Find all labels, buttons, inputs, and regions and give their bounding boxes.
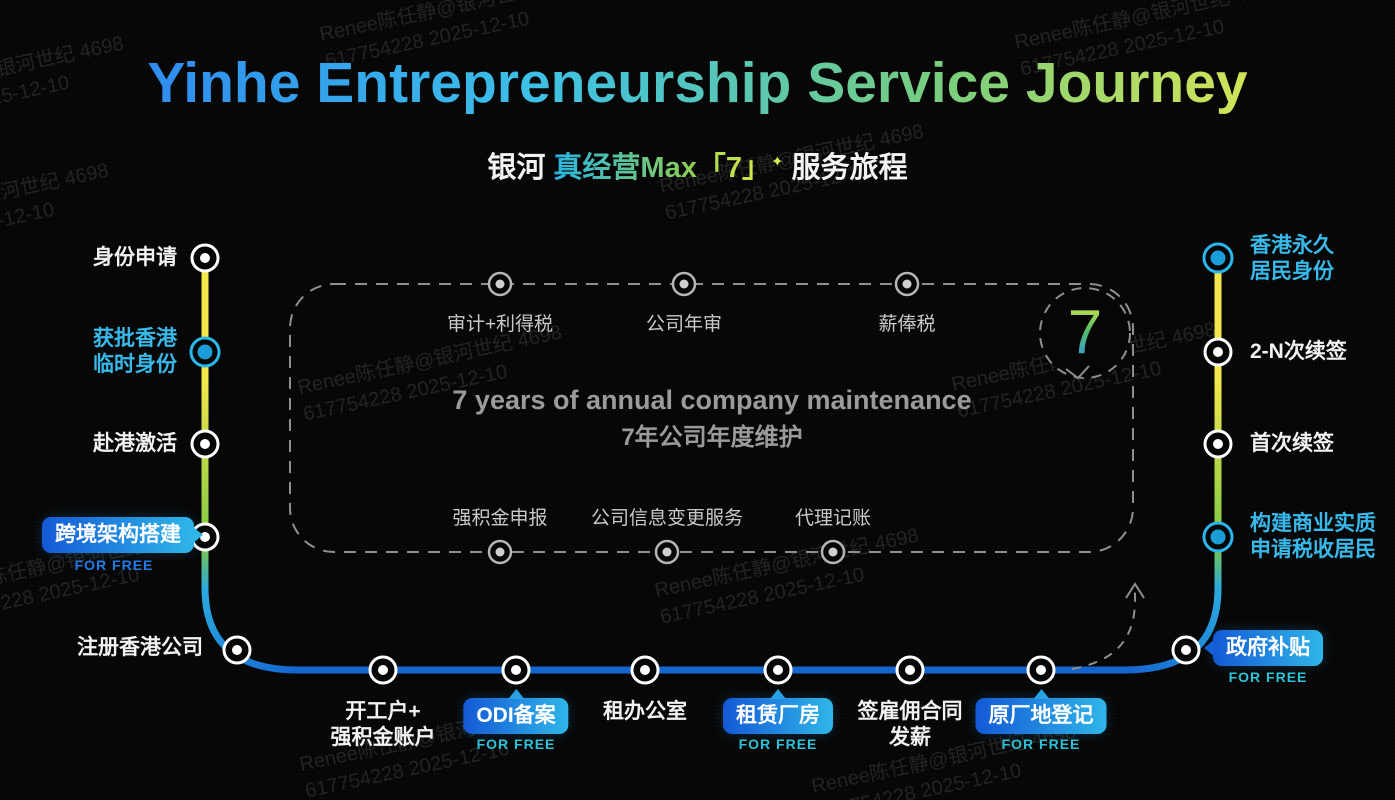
badge-label: 政府补贴	[1226, 636, 1310, 659]
maintenance-box-outline	[289, 283, 1134, 553]
step-label-2n-renewal: 2-N次续签	[1250, 340, 1347, 363]
maintenance-item-annual-review: 公司年审	[645, 314, 723, 335]
step-label-permanent-resident: 香港永久 居民身份	[1250, 234, 1334, 283]
badge-label: 跨境架构搭建	[55, 523, 181, 546]
step-label-first-renewal: 首次续签	[1250, 432, 1334, 455]
maintenance-item-salaries-tax: 薪俸税	[878, 314, 936, 335]
maintenance-item-bookkeeping: 代理记账	[794, 508, 872, 529]
for-free-label: FOR FREE	[476, 736, 556, 752]
badge-lease-factory: 租赁厂房	[723, 689, 833, 734]
cycle-circle	[1039, 287, 1131, 380]
maintenance-caption-zh: 7年公司年度维护	[621, 424, 803, 451]
pointer-up-icon	[1033, 689, 1049, 699]
subtitle-prefix: 银河	[487, 152, 554, 184]
pointer-right-icon	[193, 527, 203, 543]
subtitle-seven: 「7」	[696, 152, 771, 184]
badge-cross-border-structure: 跨境架构搭建	[42, 517, 203, 553]
badge-label: ODI备案	[476, 704, 556, 727]
badge-government-subsidy: 政府补贴	[1204, 630, 1323, 666]
cycle-arrow-icon	[1065, 365, 1090, 380]
page-subtitle: 银河 真经营Max「7」✦ 服务旅程	[0, 144, 1395, 186]
sparkle-plus-icon: ✦	[770, 153, 784, 171]
maintenance-item-audit-profits-tax: 审计+利得税	[446, 314, 554, 335]
maintenance-item-company-info-change: 公司信息变更服务	[590, 508, 744, 529]
maintenance-nodes	[487, 271, 920, 565]
step-label-tax-residency: 构建商业实质 申请税收居民	[1250, 512, 1376, 561]
step-label-temporary-hk-identity: 获批香港 临时身份	[93, 327, 177, 376]
step-label-open-accounts: 开工户+ 强积金账户	[330, 700, 436, 749]
step-label-activate-in-hk: 赴港激活	[93, 432, 177, 455]
path-nodes	[190, 243, 1233, 685]
for-free-label: FOR FREE	[74, 557, 154, 573]
pointer-left-icon	[1204, 640, 1214, 656]
for-free-label: FOR FREE	[1228, 669, 1308, 685]
pointer-up-icon	[508, 689, 524, 699]
badge-origin-registration: 原厂地登记	[975, 689, 1107, 734]
cycle-number: 7	[1067, 298, 1103, 367]
subtitle-suffix: 服务旅程	[783, 152, 908, 184]
subtitle-brand: 真经营Max	[553, 152, 697, 184]
step-label-register-hk-company: 注册香港公司	[77, 636, 203, 659]
loop-arrow	[1071, 582, 1145, 670]
badge-odi-filing: ODI备案	[463, 689, 569, 734]
badge-label: 租赁厂房	[736, 704, 820, 727]
step-label-identity-application: 身份申请	[93, 246, 177, 269]
highlighted-nodes	[189, 242, 1234, 553]
badge-label: 原厂地登记	[988, 704, 1094, 727]
step-label-rent-office: 租办公室	[603, 700, 687, 723]
for-free-label: FOR FREE	[1001, 736, 1081, 752]
page-title: Yinhe Entrepreneurship Service Journey	[0, 50, 1395, 116]
pointer-up-icon	[770, 689, 786, 699]
for-free-label: FOR FREE	[738, 736, 818, 752]
step-label-employment-payroll: 签雇佣合同 发薪	[857, 700, 963, 749]
maintenance-caption-en: 7 years of annual company maintenance	[452, 385, 972, 415]
maintenance-item-mpf-filing: 强积金申报	[452, 508, 548, 529]
